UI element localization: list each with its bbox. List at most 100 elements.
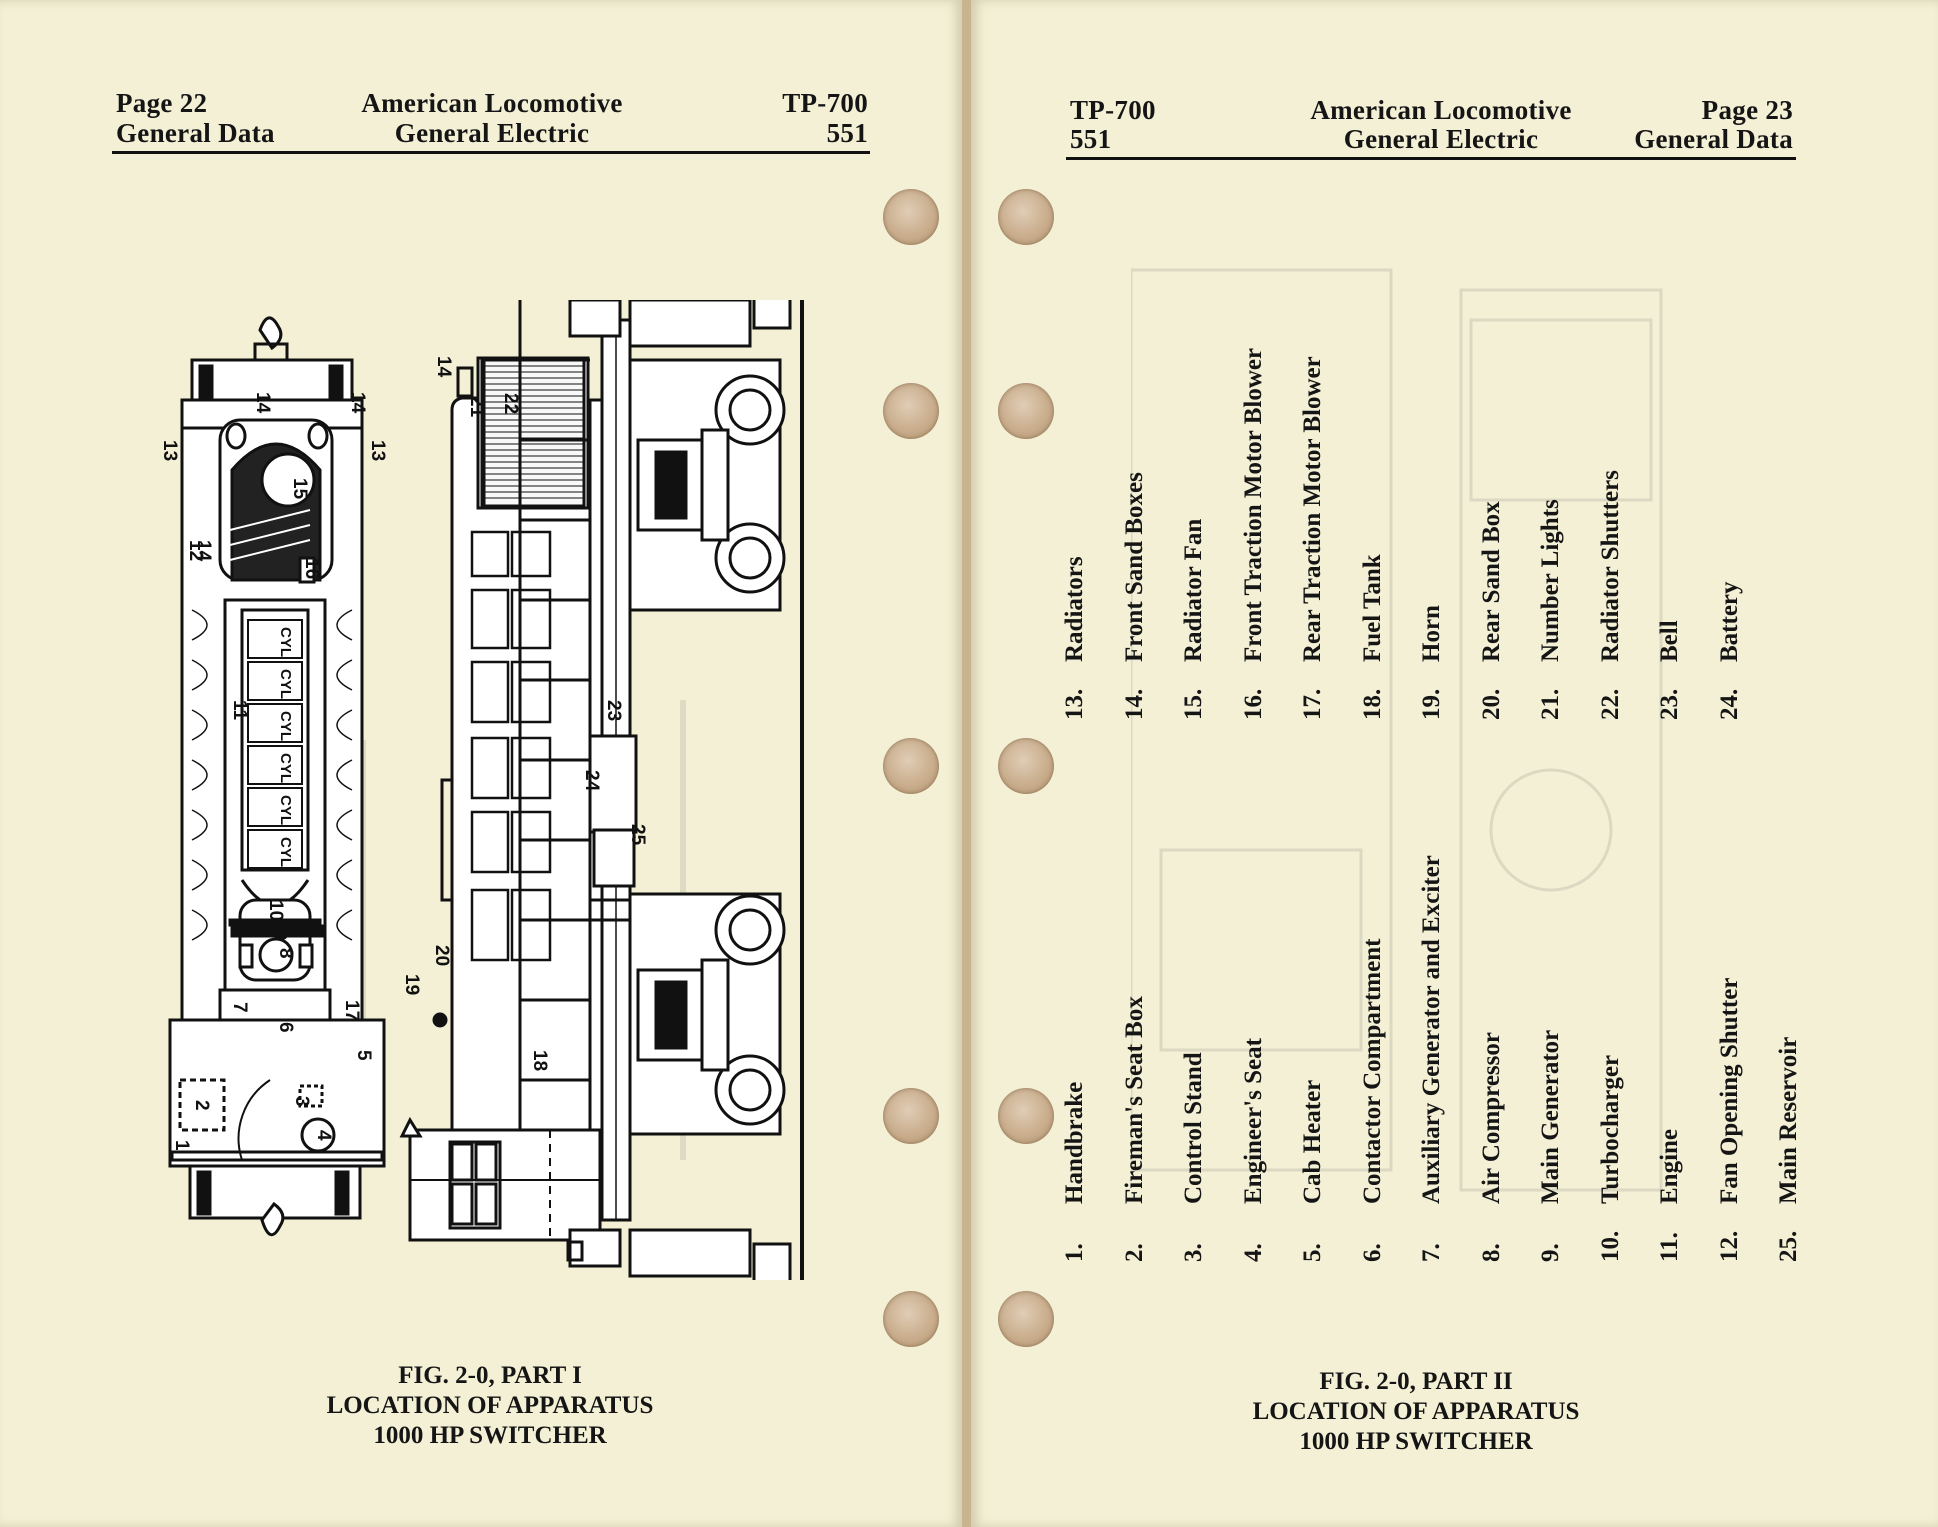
page-number: Page 23 bbox=[1701, 95, 1793, 125]
cyl-label: CYL bbox=[277, 753, 294, 783]
callout: 18 bbox=[529, 1050, 550, 1071]
binder-hole bbox=[883, 738, 939, 794]
cyl-label: CYL bbox=[277, 669, 294, 699]
apparatus-number: 24. bbox=[1715, 688, 1743, 720]
binder-hole bbox=[998, 738, 1054, 794]
apparatus-name: Radiators bbox=[1061, 556, 1088, 662]
page-number: Page 22 bbox=[116, 88, 208, 118]
apparatus-list-item: 20. Rear Sand Box bbox=[1478, 501, 1506, 720]
callout: 9 bbox=[269, 930, 290, 941]
callout: 14 bbox=[347, 392, 368, 414]
callout: 19 bbox=[401, 974, 422, 995]
apparatus-list-item: 13. Radiators bbox=[1061, 556, 1089, 720]
apparatus-name: Main Generator bbox=[1537, 1029, 1564, 1204]
apparatus-list-item: 8.Air Compressor bbox=[1478, 1032, 1506, 1262]
apparatus-name: Bell bbox=[1656, 620, 1683, 662]
apparatus-list-item: 10.Turbocharger bbox=[1597, 1055, 1625, 1262]
callout: 14 bbox=[252, 392, 273, 414]
doc-sub: 551 bbox=[826, 118, 868, 148]
callout: 12 bbox=[185, 540, 206, 561]
front-truck bbox=[628, 358, 786, 612]
apparatus-name: Engineer's Seat bbox=[1239, 1038, 1267, 1204]
apparatus-name: Control Stand bbox=[1180, 1052, 1207, 1204]
apparatus-name: Radiator Shutters bbox=[1596, 470, 1624, 662]
apparatus-number: 9. bbox=[1537, 1243, 1564, 1262]
binder-hole bbox=[998, 1088, 1054, 1144]
apparatus-name: Auxiliary Generator and Exciter bbox=[1418, 855, 1445, 1204]
apparatus-name: Contactor Compartment bbox=[1358, 938, 1386, 1204]
apparatus-number: 1. bbox=[1061, 1243, 1088, 1262]
cyl-label: CYL bbox=[277, 795, 294, 825]
cyl-label: CYL bbox=[277, 837, 294, 867]
doc-code: TP-700 bbox=[782, 88, 868, 118]
figure-caption-line2: LOCATION OF APPARATUS bbox=[1252, 1398, 1580, 1425]
apparatus-number: 13. bbox=[1061, 688, 1088, 720]
callout: 25 bbox=[627, 824, 648, 846]
callout: 15 bbox=[289, 478, 310, 500]
callout: 17 bbox=[341, 1000, 362, 1021]
apparatus-list-item: 9. Main Generator bbox=[1537, 1030, 1565, 1262]
apparatus-list-item: 5.Cab Heater bbox=[1299, 1080, 1327, 1262]
binder-hole bbox=[998, 189, 1054, 245]
apparatus-name: Front Sand Boxes bbox=[1120, 472, 1148, 662]
side-view bbox=[399, 300, 804, 1280]
apparatus-number: 25. bbox=[1775, 1230, 1802, 1262]
apparatus-name: Air Compressor bbox=[1477, 1032, 1505, 1204]
binder-hole bbox=[998, 383, 1054, 439]
apparatus-list-item: 7.Auxiliary Generator and Exciter bbox=[1418, 855, 1446, 1262]
section-title: General Data bbox=[116, 118, 275, 148]
company-line1: American Locomotive bbox=[361, 88, 623, 118]
cyl-label: CYL bbox=[277, 711, 294, 741]
callout: 2 bbox=[191, 1100, 212, 1111]
apparatus-list-item: 16. Front Traction Motor Blower bbox=[1240, 348, 1268, 720]
doc-code: TP-700 bbox=[1070, 95, 1156, 125]
apparatus-list-item: 6. Contactor Compartment bbox=[1359, 939, 1387, 1262]
callout: 24 bbox=[581, 770, 602, 792]
apparatus-name: Fuel Tank bbox=[1358, 554, 1386, 662]
apparatus-number: 3. bbox=[1180, 1243, 1207, 1262]
apparatus-number: 16. bbox=[1239, 688, 1267, 720]
figure-caption-line2: LOCATION OF APPARATUS bbox=[326, 1392, 654, 1419]
callout: 3 bbox=[291, 1096, 312, 1107]
apparatus-name: Rear Sand Box bbox=[1477, 501, 1505, 662]
callout: 23 bbox=[603, 700, 624, 721]
apparatus-number: 14. bbox=[1120, 688, 1148, 720]
apparatus-number: 6. bbox=[1358, 1243, 1386, 1262]
header-rule bbox=[1066, 157, 1796, 160]
apparatus-name: Front Traction Motor Blower bbox=[1239, 347, 1267, 662]
apparatus-list-item: 11. Engine bbox=[1656, 1129, 1684, 1262]
apparatus-number: 15. bbox=[1180, 688, 1207, 720]
binder-hole bbox=[998, 1291, 1054, 1347]
apparatus-list-item: 17.Rear Traction Motor Blower bbox=[1299, 356, 1327, 720]
figure-caption-line3: 1000 HP SWITCHER bbox=[373, 1422, 607, 1449]
apparatus-name: Rear Traction Motor Blower bbox=[1299, 356, 1326, 662]
apparatus-number: 12. bbox=[1715, 1230, 1743, 1262]
apparatus-name: Number Lights bbox=[1537, 499, 1564, 662]
apparatus-list-item: 1.Handbrake bbox=[1061, 1082, 1089, 1262]
callout: 13 bbox=[159, 440, 180, 461]
apparatus-name: Cab Heater bbox=[1299, 1079, 1326, 1204]
binder-hole bbox=[883, 189, 939, 245]
figure-caption-line1: FIG. 2-0, PART I bbox=[398, 1362, 582, 1389]
company-line1: American Locomotive bbox=[1310, 95, 1572, 125]
callout: 10 bbox=[265, 900, 286, 921]
apparatus-list-item: 24.Battery bbox=[1716, 581, 1744, 720]
binder-hole bbox=[883, 1291, 939, 1347]
callout: 6 bbox=[275, 1022, 296, 1033]
left-page: Page 22 General Data American Locomotive… bbox=[0, 0, 962, 1527]
callout: 8 bbox=[275, 948, 296, 959]
apparatus-number: 20. bbox=[1477, 688, 1505, 720]
apparatus-name: Engine bbox=[1656, 1128, 1683, 1204]
company-line2: General Electric bbox=[1343, 124, 1539, 154]
apparatus-number: 11. bbox=[1656, 1232, 1683, 1262]
apparatus-number: 4. bbox=[1239, 1243, 1267, 1262]
apparatus-number: 18. bbox=[1358, 688, 1386, 720]
bleed-through-drawing bbox=[1131, 268, 1663, 1192]
header-rule bbox=[112, 151, 870, 154]
apparatus-list-item: 22.Radiator Shutters bbox=[1597, 470, 1625, 720]
apparatus-list-item: 23.Bell bbox=[1656, 620, 1684, 720]
callout: 13 bbox=[367, 440, 388, 461]
figure-caption-line1: FIG. 2-0, PART II bbox=[1319, 1368, 1513, 1395]
apparatus-list-item: 15.Radiator Fan bbox=[1180, 519, 1208, 720]
apparatus-list-item: 19.Horn bbox=[1418, 605, 1446, 720]
